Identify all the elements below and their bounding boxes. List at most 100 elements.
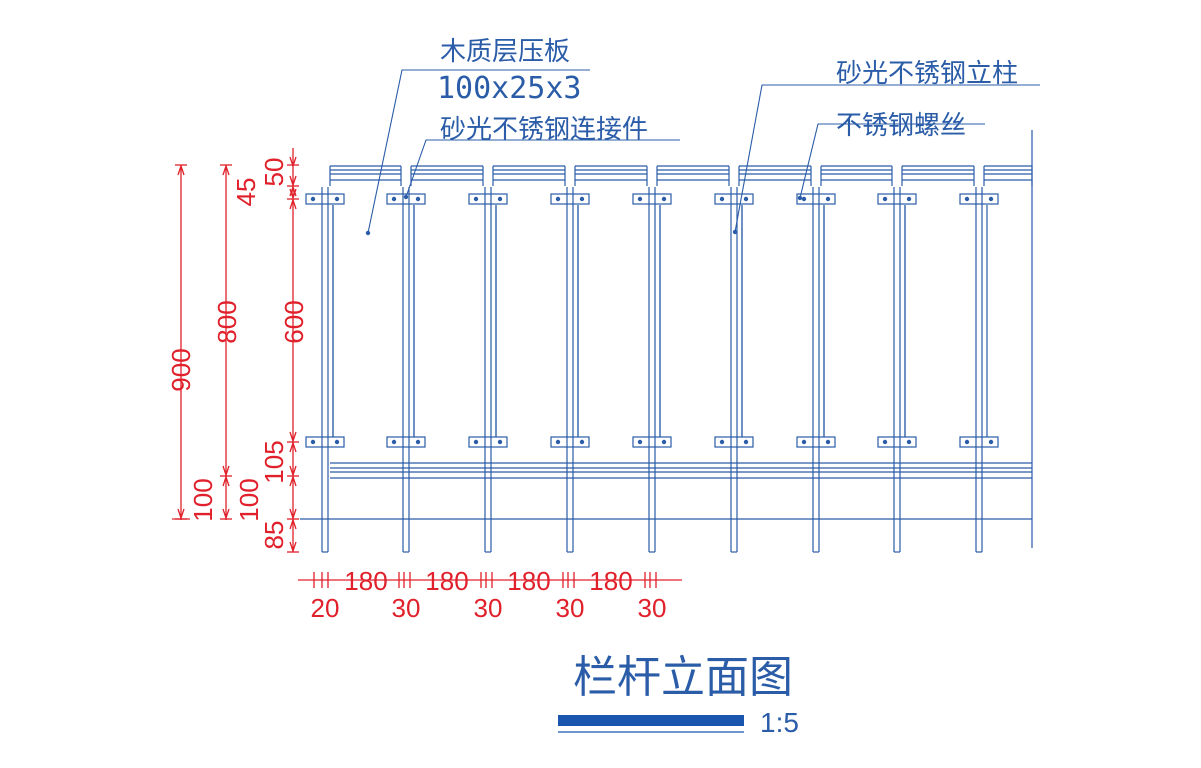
dim-arrow [289, 156, 297, 169]
dim-arrow [177, 508, 185, 521]
dim-900: 900 [166, 348, 196, 391]
screw-head [661, 439, 667, 445]
screw-head [743, 439, 749, 445]
dimension-lines [172, 148, 682, 588]
screw-head [415, 439, 421, 445]
screw-head [719, 439, 725, 445]
screw-head [391, 196, 397, 202]
dim-30-3: 30 [556, 593, 585, 623]
dim-85: 85 [259, 521, 289, 550]
screw-head [555, 196, 561, 202]
leader-screw [799, 123, 985, 199]
dim-arrow [289, 197, 297, 210]
title-underline-thick [558, 715, 744, 726]
connector-plate [468, 436, 508, 448]
label-wood-panel: 木质层压板 [440, 37, 570, 67]
connector-plate [386, 436, 426, 448]
connector-plate [714, 193, 754, 205]
drawing-title: 栏杆立面图 [573, 652, 793, 703]
dim-arrow [177, 163, 185, 176]
screw-head [882, 196, 888, 202]
connector-plate [877, 436, 917, 448]
screw-head [906, 439, 912, 445]
screw-head [497, 196, 503, 202]
dim-30-1: 30 [392, 593, 421, 623]
label-wood-panel-size: 100x25x3 [437, 71, 582, 106]
connector-plate [796, 436, 836, 448]
screw-head [743, 196, 749, 202]
screw-head [882, 439, 888, 445]
screw-head [964, 196, 970, 202]
leader-lines [365, 69, 1040, 236]
screw-head [334, 439, 340, 445]
screw-head [637, 196, 643, 202]
screw-head [719, 196, 725, 202]
dim-800: 800 [212, 300, 242, 343]
dim-20: 20 [311, 593, 340, 623]
dim-50: 50 [259, 158, 289, 187]
screw-head [334, 196, 340, 202]
screw-head [415, 196, 421, 202]
dim-45: 45 [231, 178, 261, 207]
screw-head [497, 439, 503, 445]
dim-arrow [289, 474, 297, 487]
screw-head [637, 439, 643, 445]
dim-arrow [222, 474, 230, 487]
screw-head [964, 439, 970, 445]
connector-plate [632, 193, 672, 205]
connector-plate [305, 436, 345, 448]
leader-dot-post [732, 229, 738, 235]
leader-connector [405, 139, 680, 198]
dim-600: 600 [279, 300, 309, 343]
screw-head [473, 439, 479, 445]
dim-105: 105 [259, 440, 289, 483]
connector-plate [550, 193, 590, 205]
connector-plate [796, 193, 836, 205]
leader-dot-wood-panel [365, 230, 371, 236]
leader-dot-screw [797, 195, 803, 201]
dim-arrow [289, 517, 297, 530]
leader-dot-connector [403, 194, 409, 200]
connector-plate [632, 436, 672, 448]
screw-head [473, 196, 479, 202]
dim-arrow [289, 541, 297, 554]
screw-head [988, 439, 994, 445]
screw-head [825, 439, 831, 445]
screw-head [555, 439, 561, 445]
screw-head [579, 196, 585, 202]
screw-head [825, 196, 831, 202]
screw-head [391, 439, 397, 445]
dim-arrow [222, 163, 230, 176]
screw-head [579, 439, 585, 445]
screw-head [906, 196, 912, 202]
connector-plate [877, 193, 917, 205]
dim-30-2: 30 [474, 593, 503, 623]
dim-100-middle: 100 [234, 478, 264, 521]
screw-head [801, 439, 807, 445]
screw-head [310, 439, 316, 445]
label-post: 砂光不锈钢立柱 [836, 59, 1018, 89]
connector-plate [468, 193, 508, 205]
screw-head [988, 196, 994, 202]
label-screw: 不锈钢螺丝 [836, 111, 966, 141]
dim-180-3: 180 [507, 566, 550, 596]
dim-180-2: 180 [425, 566, 468, 596]
leader-post [734, 84, 1040, 233]
dim-arrow [222, 508, 230, 521]
dim-100-outer: 100 [188, 478, 218, 521]
dim-180-4: 180 [589, 566, 632, 596]
leader-wood-panel [367, 69, 590, 234]
drawing-scale: 1:5 [760, 707, 799, 738]
connector-plate [550, 436, 590, 448]
screw-head [801, 196, 807, 202]
connector-plate [305, 193, 345, 205]
connector-plate [959, 193, 999, 205]
screw-head [310, 196, 316, 202]
dim-180-1: 180 [344, 566, 387, 596]
connector-plate [714, 436, 754, 448]
dim-30-4: 30 [638, 593, 667, 623]
connector-plate [386, 193, 426, 205]
dim-arrow [289, 440, 297, 453]
connector-plate [959, 436, 999, 448]
